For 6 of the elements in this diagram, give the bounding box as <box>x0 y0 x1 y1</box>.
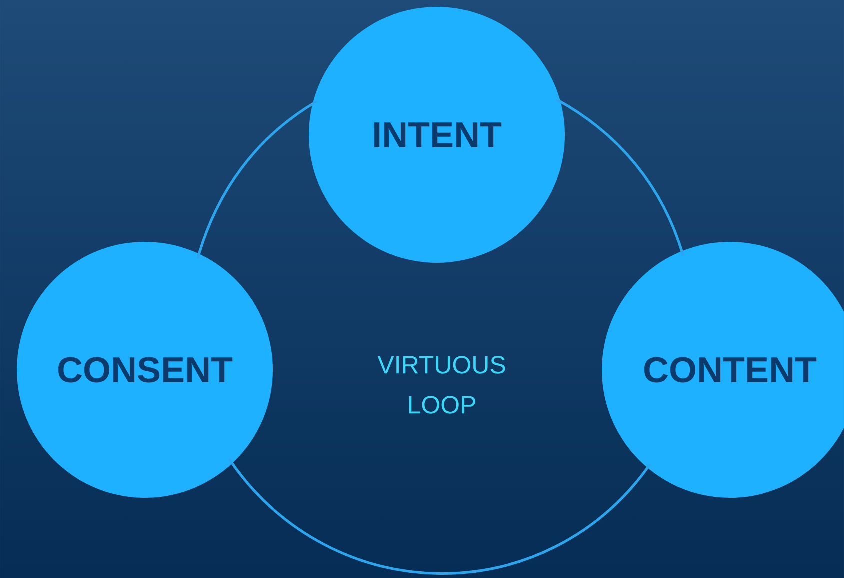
loop-arc <box>228 458 652 575</box>
loop-arc <box>196 100 318 259</box>
loop-arc <box>556 98 685 256</box>
circle-node: INTENT <box>309 7 565 263</box>
center-label: VIRTUOUS LOOP <box>378 356 506 414</box>
circle-node: CONSENT <box>17 242 273 498</box>
